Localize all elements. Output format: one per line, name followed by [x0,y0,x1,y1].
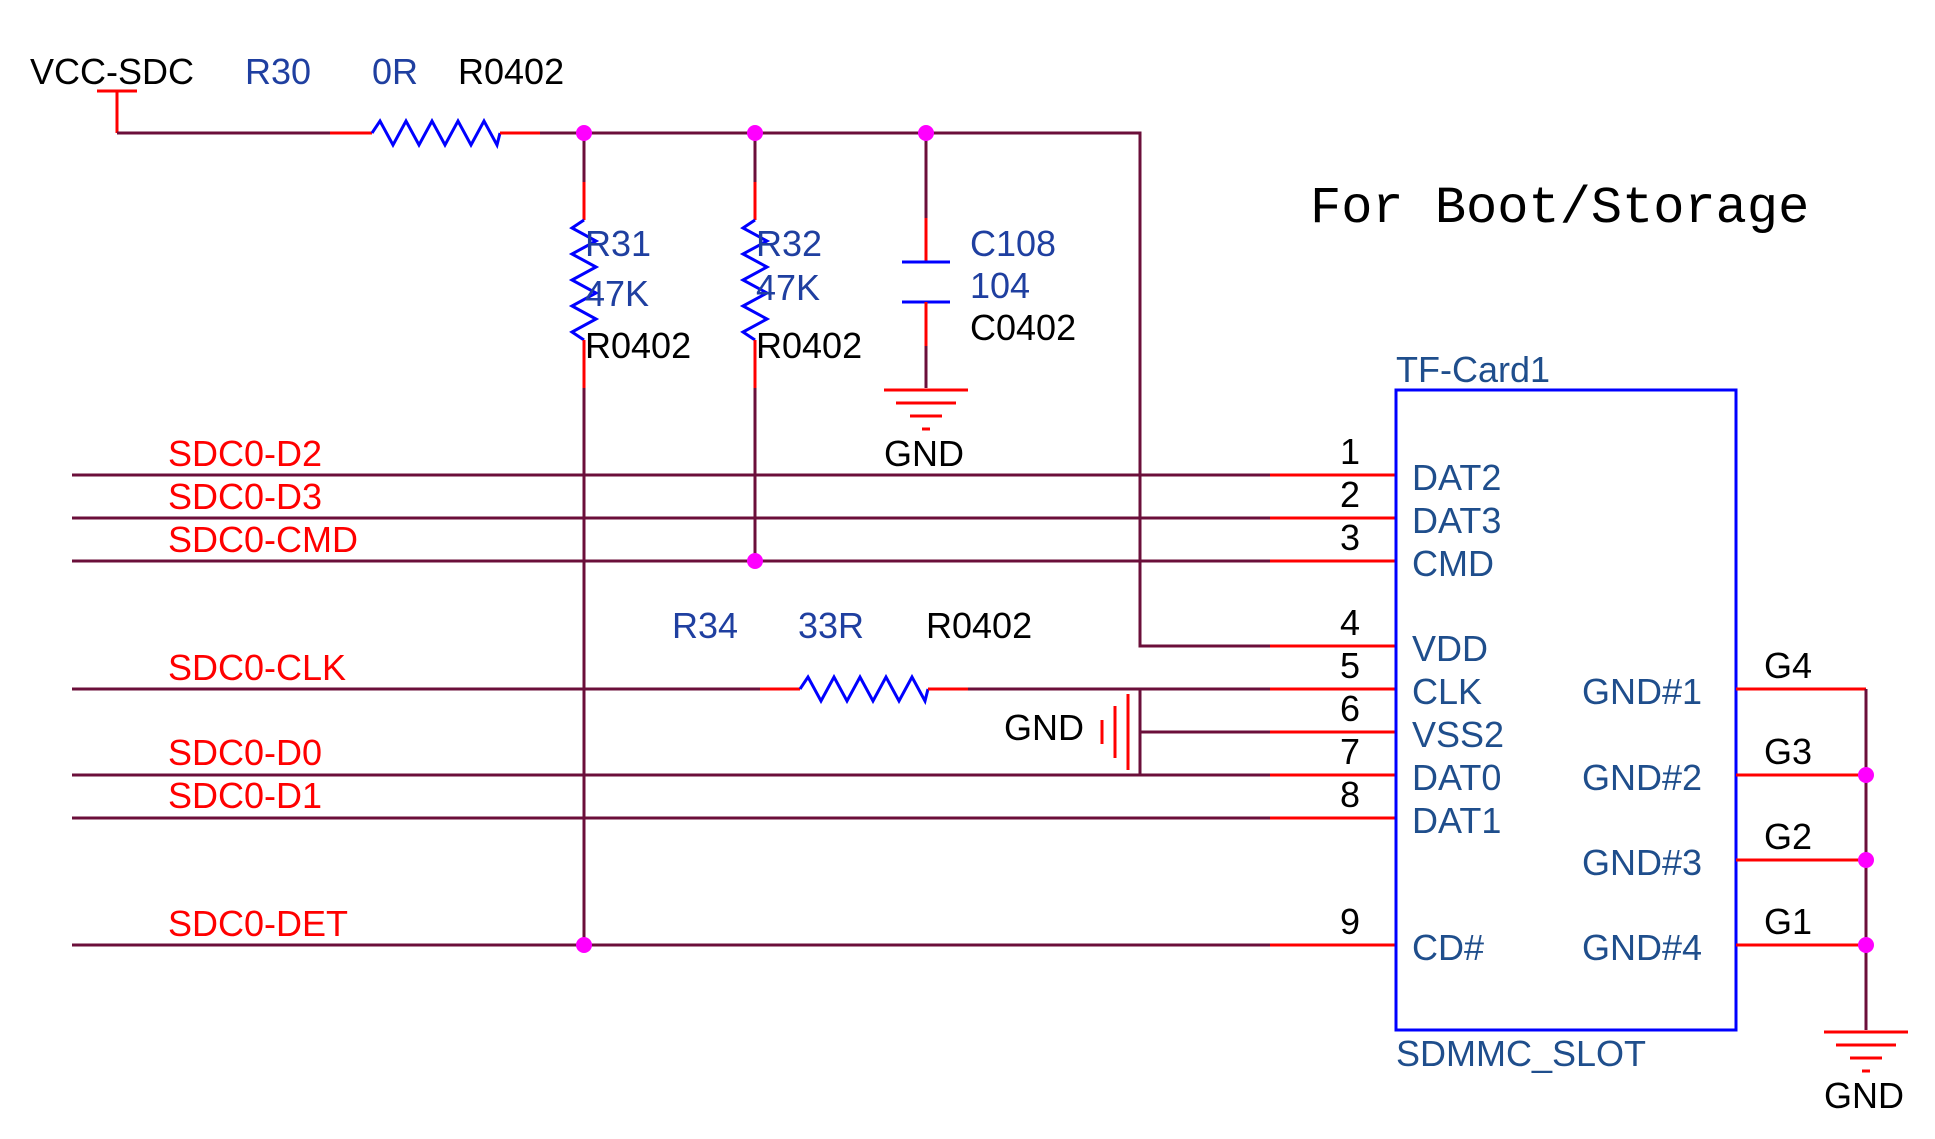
c108-ref: C108 [970,223,1056,264]
gnd-pin-name: GND#1 [1582,671,1702,712]
gnd-pin-name: GND#2 [1582,757,1702,798]
pin-number: 9 [1340,901,1360,942]
net-sdc0-clk [72,673,1396,706]
r31-value: 47K [585,273,649,314]
net-sdc0-cmd-label: SDC0-CMD [168,519,358,560]
pin-number: 2 [1340,474,1360,515]
gnd-pin-number: G3 [1764,731,1812,772]
pin-name: VSS2 [1412,714,1504,755]
connector-footprint: SDMMC_SLOT [1396,1033,1646,1074]
vcc-rail-wire [117,131,1270,648]
pin-number: 4 [1340,602,1360,643]
r31-ref: R31 [585,223,651,264]
pin-name: VDD [1412,628,1488,669]
vss2-gnd-label: GND [1004,707,1084,748]
r34-footprint: R0402 [926,605,1032,646]
junction-dot [1858,852,1874,868]
r32-value: 47K [756,267,820,308]
vss2-gnd-symbol [1100,689,1396,775]
pin-number: 8 [1340,774,1360,815]
pin-number: 6 [1340,688,1360,729]
c108-gnd-symbol [884,388,968,431]
net-sdc0-d1-label: SDC0-D1 [168,775,322,816]
c108-capacitor [902,133,950,388]
net-sdc0-det-label: SDC0-DET [168,903,348,944]
pin-name: CD# [1412,927,1484,968]
r31-resistor [568,133,600,945]
connector-gnd-symbol [1824,1030,1908,1073]
r31-footprint: R0402 [585,325,691,366]
r30-footprint: R0402 [458,51,564,92]
pin-name: CMD [1412,543,1494,584]
r30-value: 0R [372,51,418,92]
net-sdc0-clk-label: SDC0-CLK [168,647,346,688]
junction-dot [918,125,934,141]
pin-name: DAT0 [1412,757,1501,798]
gnd-pin-number: G2 [1764,816,1812,857]
gnd-pin-name: GND#4 [1582,927,1702,968]
schematic-title: For Boot/Storage [1310,179,1809,238]
vcc-sdc-symbol [97,89,137,133]
r32-footprint: R0402 [756,325,862,366]
r30-ref: R30 [245,51,311,92]
tf-card-connector [1394,388,1738,1032]
connector-gnd-label: GND [1824,1075,1904,1116]
pin-name: DAT3 [1412,500,1501,541]
net-sdc0-d2-label: SDC0-D2 [168,433,322,474]
junction-dot [747,553,763,569]
pin-name: DAT2 [1412,457,1501,498]
junction-dot [1858,767,1874,783]
junction-dot [576,937,592,953]
c108-footprint: C0402 [970,307,1076,348]
connector-refdes: TF-Card1 [1396,349,1550,390]
pin-number: 5 [1340,645,1360,686]
gnd-pin-number: G4 [1764,645,1812,686]
gnd-pin-name: GND#3 [1582,842,1702,883]
r30-resistor [330,117,540,150]
net-sdc0-d0-label: SDC0-D0 [168,732,322,773]
junction-dot [576,125,592,141]
pin-name: DAT1 [1412,800,1501,841]
net-sdc0-d3-label: SDC0-D3 [168,476,322,517]
pin-number: 7 [1340,731,1360,772]
pin-number: 3 [1340,517,1360,558]
junction-dot [747,125,763,141]
r32-ref: R32 [756,223,822,264]
vcc-sdc-label: VCC-SDC [30,51,194,92]
junction-dot [1858,937,1874,953]
pin-name: CLK [1412,671,1482,712]
r34-value: 33R [798,605,864,646]
r34-ref: R34 [672,605,738,646]
gnd-pin-number: G1 [1764,901,1812,942]
c108-gnd-label: GND [884,433,964,474]
c108-value: 104 [970,265,1030,306]
pin-number: 1 [1340,431,1360,472]
